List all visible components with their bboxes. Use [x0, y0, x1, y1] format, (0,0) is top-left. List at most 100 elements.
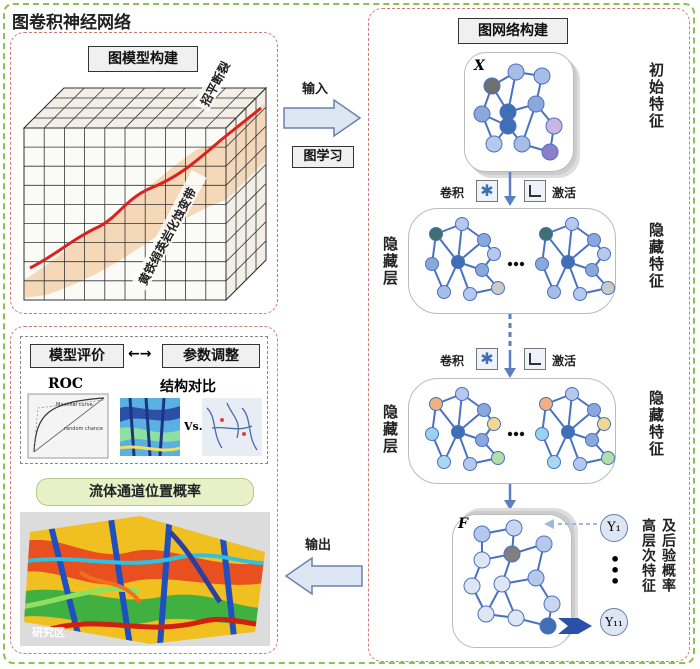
down-arrow-1 — [504, 172, 516, 206]
graph-node — [437, 455, 451, 469]
graph-node — [477, 605, 495, 623]
graph-node — [451, 425, 465, 439]
graph-node — [487, 417, 501, 431]
graph-node — [539, 397, 553, 411]
graph-node — [505, 519, 523, 537]
evaluation-subpanel — [20, 336, 268, 464]
graph-node — [475, 433, 489, 447]
vs-label: Vs. — [184, 420, 203, 433]
graph-node — [527, 569, 545, 587]
graph-node — [491, 281, 505, 295]
x-label: X — [474, 58, 485, 74]
graph-node — [451, 255, 465, 269]
graph-node — [597, 417, 611, 431]
graph-node — [585, 263, 599, 277]
graph-node — [533, 67, 551, 85]
convolution-icon: ✱ — [476, 180, 498, 202]
graph-node — [541, 143, 559, 161]
roc-curve-text: Maximal curve — [56, 402, 93, 408]
posterior-label: 及后验概率 — [660, 518, 676, 593]
param-tune-box: 参数调整 — [162, 344, 260, 368]
structure-thumb-reference — [202, 398, 262, 456]
hidden-layer-label-1: 隐藏层 — [381, 236, 399, 287]
initial-graph — [473, 63, 563, 161]
graph-node — [463, 577, 481, 595]
graph-node — [455, 217, 469, 231]
graph-node — [503, 545, 521, 563]
page-title: 图卷积神经网络 — [12, 13, 131, 33]
f-label: F — [458, 516, 468, 532]
graph-network-panel — [368, 8, 690, 662]
graph-node — [535, 427, 549, 441]
activation-label-2: 激活 — [552, 354, 577, 368]
graph-node — [565, 387, 579, 401]
conv-label: 卷积 — [440, 186, 465, 200]
graph-node — [561, 425, 575, 439]
graph-node — [587, 233, 601, 247]
graph-network-header: 图网络构建 — [458, 18, 568, 44]
evaluation-panel — [10, 326, 278, 654]
graph-node — [565, 217, 579, 231]
graph-node — [587, 403, 601, 417]
graph-node — [535, 257, 549, 271]
ellipsis-dots: ••• — [610, 550, 621, 591]
graph-node — [463, 457, 477, 471]
graph-node — [473, 525, 491, 543]
graph-node — [463, 287, 477, 301]
graph-node — [543, 595, 561, 613]
high-level-features-label: 高层次特征 — [640, 518, 656, 593]
graph-node — [545, 117, 563, 135]
final-graph — [463, 519, 598, 635]
output-label: 输出 — [305, 538, 332, 553]
graph-model-header: 图模型构建 — [88, 46, 198, 72]
3d-grid-block: 招平断裂 黄铁绢英岩化蚀变带 — [22, 50, 268, 302]
hidden-features-label-1: 隐藏特征 — [647, 222, 665, 290]
graph-node — [491, 451, 505, 465]
graph-node — [573, 457, 587, 471]
hidden-features-label-2: 隐藏特征 — [647, 390, 665, 458]
hidden-graphs-2 — [425, 387, 615, 471]
hidden-graphs-1 — [425, 217, 615, 301]
graph-node — [539, 227, 553, 241]
down-arrow-2 — [504, 350, 516, 378]
model-eval-box: 模型评价 — [30, 344, 124, 368]
graph-node — [429, 397, 443, 411]
roc-label: ROC — [48, 376, 83, 392]
graph-node — [473, 551, 491, 569]
activation-icon-2 — [524, 348, 546, 370]
graph-node — [425, 257, 439, 271]
activation-icon — [524, 180, 546, 202]
graph-node — [473, 105, 491, 123]
hidden-layer-label-2: 隐藏层 — [381, 404, 399, 455]
bidirectional-arrow-icon: ←→ — [128, 346, 152, 362]
probability-map: 研究区 — [20, 512, 270, 646]
initial-features-label: 初始特征 — [647, 62, 665, 130]
graph-node — [597, 247, 611, 261]
output-y11-node: Y₁₁ — [600, 608, 628, 636]
structure-thumb-predicted — [119, 397, 181, 457]
input-label: 输入 — [302, 82, 329, 97]
graph-node — [425, 427, 439, 441]
graph-node — [477, 233, 491, 247]
channel-probability-label: 流体通道位置概率 — [36, 478, 254, 506]
graph-node — [483, 77, 501, 95]
graph-node — [535, 535, 553, 553]
input-arrow — [283, 98, 362, 138]
graph-node — [561, 255, 575, 269]
graph-node — [477, 403, 491, 417]
graph-node — [487, 247, 501, 261]
graph-node — [601, 451, 615, 465]
roc-thumbnail: Maximal curve random chance — [27, 393, 109, 459]
graph-node — [437, 285, 451, 299]
random-chance-text: random chance — [64, 426, 103, 432]
output-y1-node: Y₁ — [600, 514, 628, 542]
output-arrow — [284, 556, 363, 596]
conv-label-2: 卷积 — [440, 354, 465, 368]
graph-node — [429, 227, 443, 241]
graph-node — [485, 135, 503, 153]
graph-node — [573, 287, 587, 301]
graph-node — [527, 95, 545, 113]
graph-node — [455, 387, 469, 401]
dashed-connector — [508, 314, 512, 350]
graph-node — [499, 117, 517, 135]
